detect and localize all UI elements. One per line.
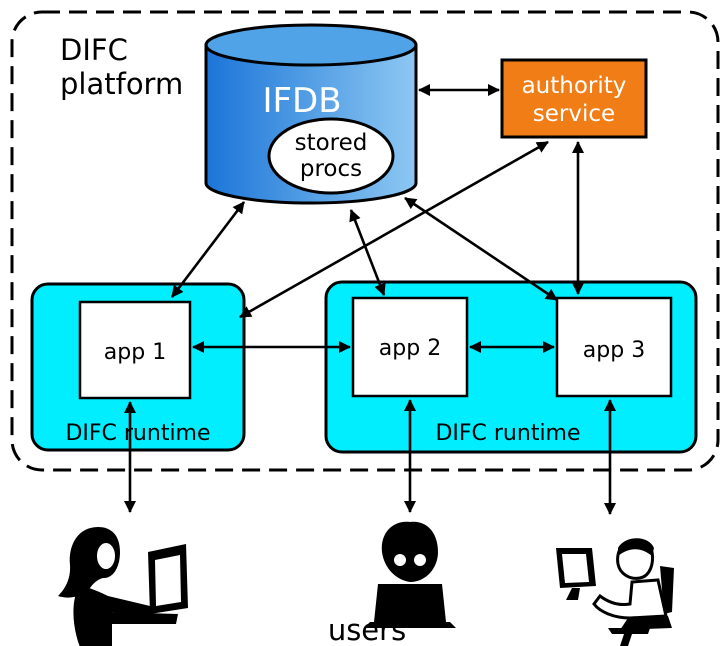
authority-label-line1: authority xyxy=(522,73,627,99)
app-1-label: app 1 xyxy=(104,340,166,365)
ifdb-label: IFDB xyxy=(262,81,341,121)
platform-label-line1: DIFC xyxy=(60,33,128,67)
difc-runtime-2-label: DIFC runtime xyxy=(435,421,580,446)
arrow-authority-app1 xyxy=(239,140,549,319)
woman-at-computer-icon xyxy=(58,527,188,646)
platform-label-line2: platform xyxy=(60,67,183,101)
stored-procs-label-line1: stored xyxy=(295,130,368,156)
difc-platform-boundary xyxy=(10,10,720,472)
difc-runtime-1-label: DIFC runtime xyxy=(65,421,210,446)
users-label: users xyxy=(328,613,406,646)
ifdb-database: IFDB stored procs xyxy=(204,23,418,205)
app-2-label: app 2 xyxy=(379,336,441,361)
authority-label-line2: service xyxy=(533,101,615,127)
arrow-ifdb-app1 xyxy=(170,201,246,298)
app-3-box xyxy=(555,296,673,398)
ifdb-cylinder-top xyxy=(204,23,418,67)
app-1-box xyxy=(78,300,192,400)
connection-arrows xyxy=(124,84,616,515)
app-3-label: app 3 xyxy=(583,338,645,363)
authority-service-box xyxy=(500,58,648,139)
person-with-laptop-icon xyxy=(364,521,456,628)
stored-procs-label-line2: procs xyxy=(300,156,362,182)
man-at-desk-computer-icon xyxy=(556,538,674,646)
